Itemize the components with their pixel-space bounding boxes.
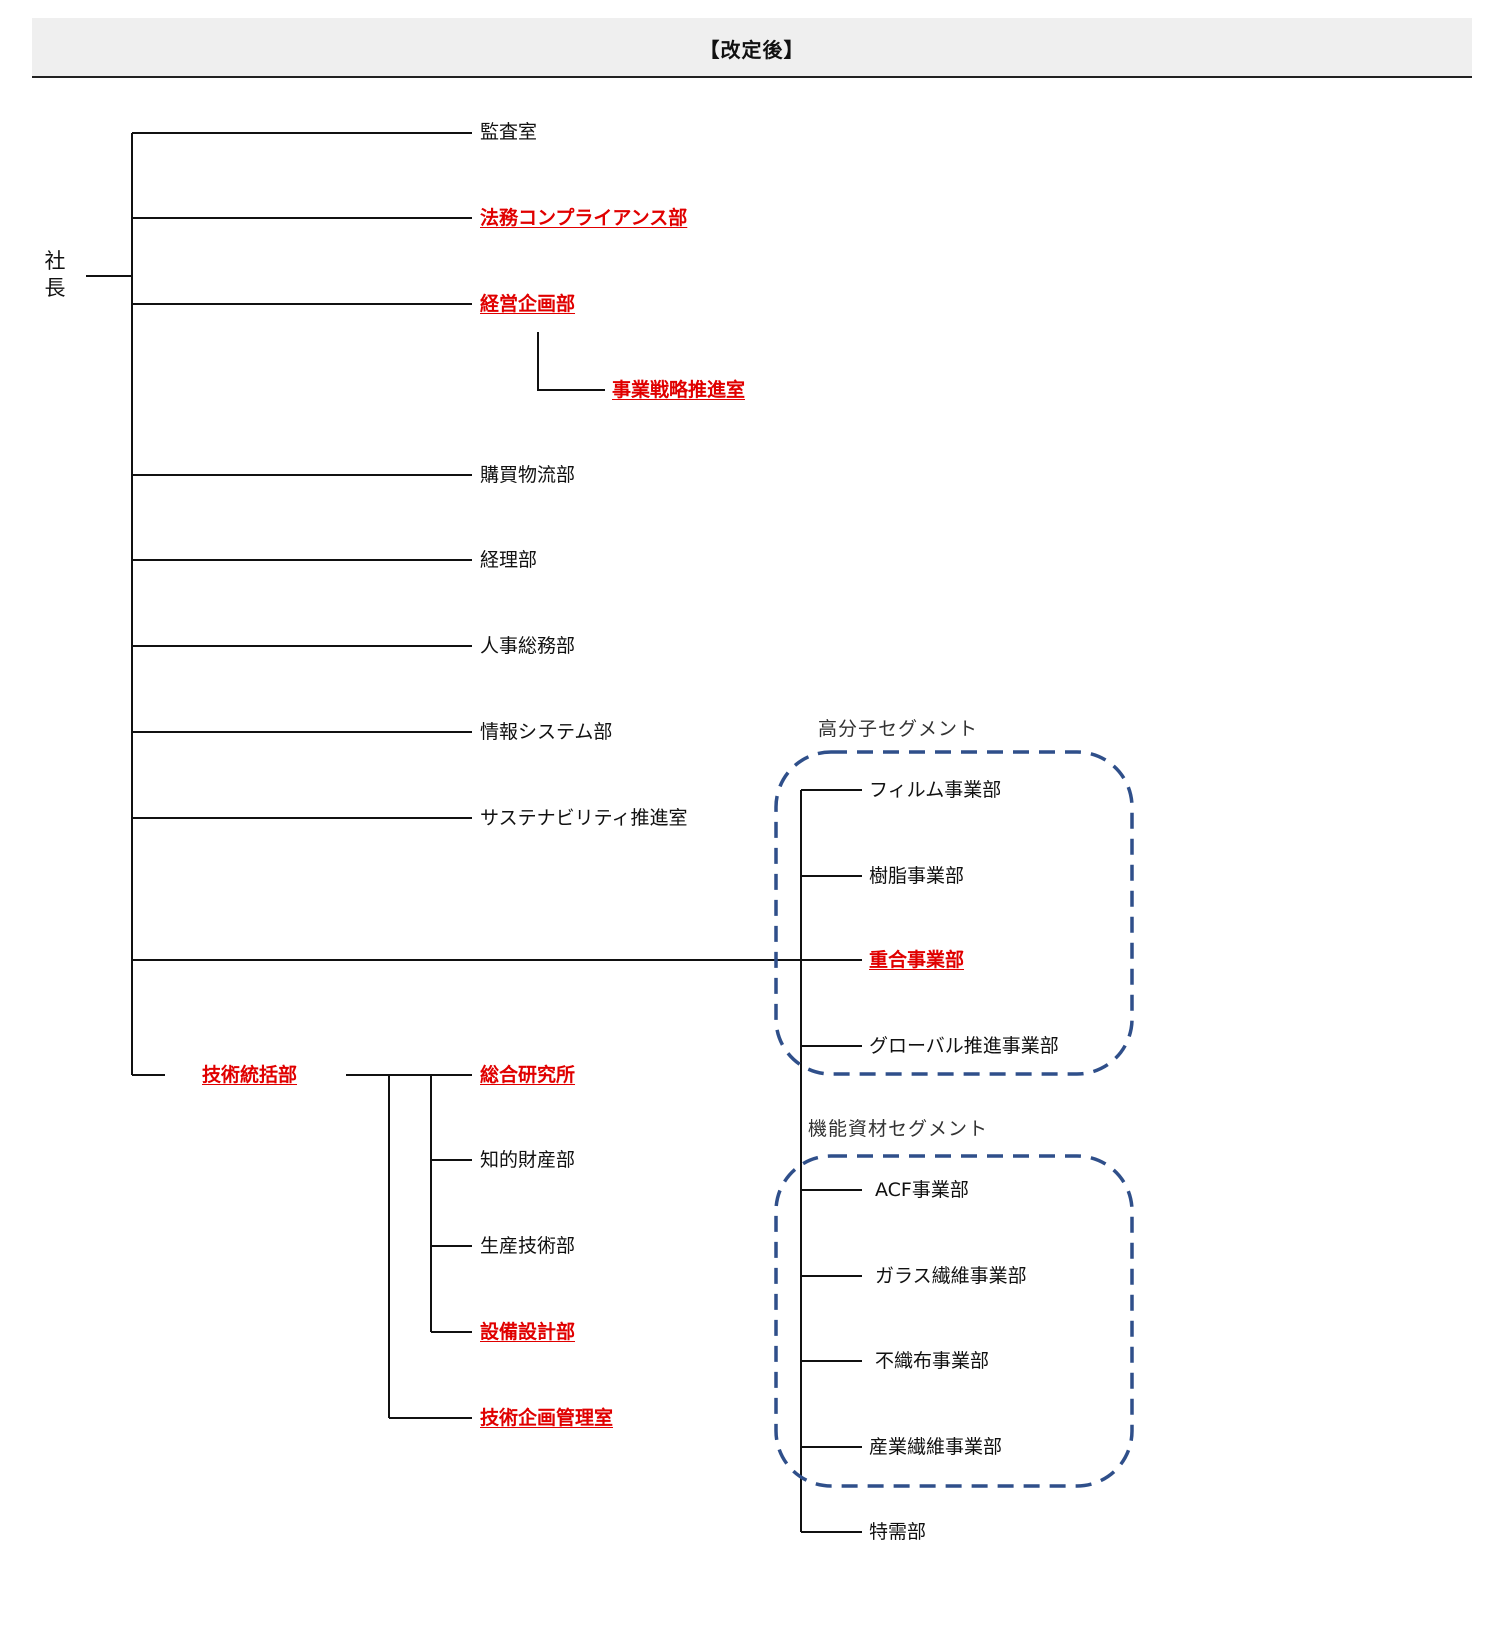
- dept-ip: 知的財産部: [480, 1149, 576, 1171]
- dept-accounting: 経理部: [480, 549, 538, 571]
- segment-title-polymer: 高分子セグメント: [818, 718, 979, 740]
- division-glass-fiber: ガラス繊維事業部: [875, 1265, 1027, 1287]
- dept-purchasing: 購買物流部: [480, 464, 576, 486]
- ceo-char-1: 社: [44, 249, 66, 273]
- division-acf: ACF事業部: [875, 1179, 969, 1201]
- division-polymerization: 重合事業部: [869, 949, 965, 971]
- dept-it: 情報システム部: [480, 721, 613, 743]
- division-nonwoven: 不織布事業部: [875, 1350, 990, 1372]
- dept-research: 総合研究所: [480, 1064, 576, 1086]
- dept-legal: 法務コンプライアンス部: [480, 207, 688, 229]
- dept-hr: 人事総務部: [480, 635, 576, 657]
- segment-title-functional: 機能資材セグメント: [808, 1118, 989, 1140]
- division-special: 特需部: [869, 1521, 927, 1543]
- dept-equipment: 設備設計部: [480, 1321, 576, 1343]
- polymer-segment-box: [774, 750, 1134, 1076]
- ceo-char-2: 長: [44, 276, 66, 300]
- header-bar: 【改定後】: [32, 18, 1472, 78]
- division-film: フィルム事業部: [869, 779, 1002, 801]
- branch-strategy: [537, 332, 605, 391]
- dept-planning: 経営企画部: [480, 293, 576, 315]
- division-industrial-fiber: 産業繊維事業部: [869, 1436, 1003, 1458]
- page-title: 【改定後】: [699, 38, 805, 62]
- dept-strategy: 事業戦略推進室: [612, 379, 746, 401]
- dept-sustainability: サステナビリティ推進室: [480, 807, 688, 829]
- division-resin: 樹脂事業部: [869, 865, 965, 887]
- dept-audit: 監査室: [480, 121, 538, 143]
- dept-production-tech: 生産技術部: [480, 1235, 576, 1257]
- dept-tech-planning: 技術企画管理室: [480, 1407, 614, 1429]
- functional-segment-box: [774, 1154, 1134, 1488]
- dept-tech-head: 技術統括部: [202, 1064, 298, 1086]
- ceo-label: 社 長: [43, 248, 67, 302]
- division-global: グローバル推進事業部: [869, 1035, 1059, 1057]
